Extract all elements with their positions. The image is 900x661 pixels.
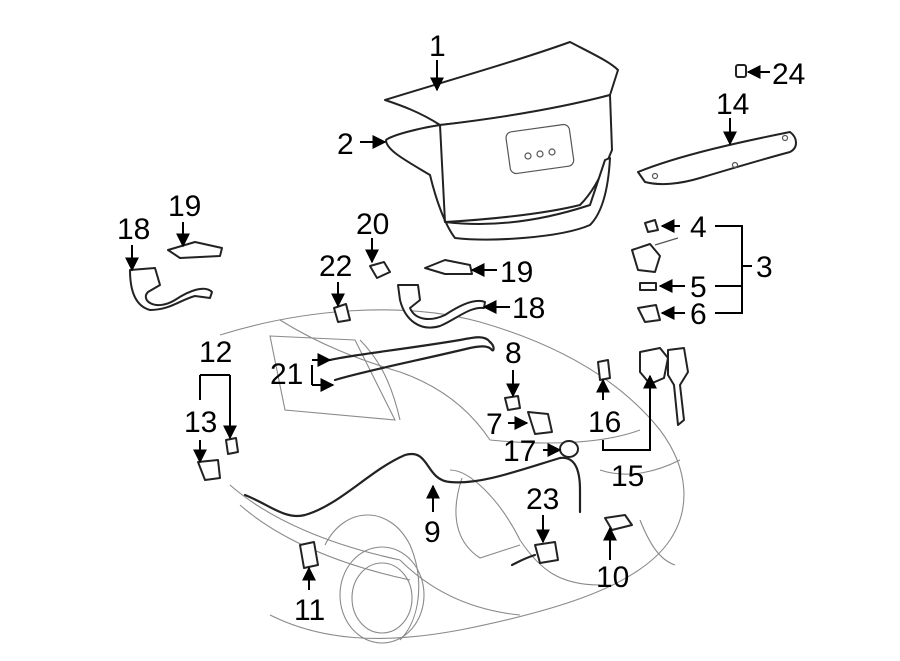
lock-body-part-3 (631, 243, 661, 273)
opener-cable (510, 553, 537, 567)
callout-9: 9 (424, 516, 441, 549)
callout-1: 1 (429, 30, 446, 63)
trunk-lid-part-1 (384, 41, 619, 241)
lock-piece-part-4 (644, 219, 659, 233)
hinge-left-part-18 (129, 267, 213, 311)
rear-spoiler-part-14 (637, 131, 797, 186)
hinge-bracket-left-part-19 (167, 241, 223, 259)
bumper-part-20 (369, 261, 391, 279)
opener-part-23 (534, 541, 559, 564)
callout-23: 23 (526, 483, 559, 516)
lock-cylinder-part-15 (639, 347, 689, 426)
latch-clip-part-12 (225, 437, 239, 455)
striker-part-7 (527, 411, 553, 435)
callout-17: 17 (503, 435, 536, 468)
bracket-part-11 (299, 541, 319, 569)
callout-labels: 1 2 3 4 5 6 7 8 9 10 11 12 13 14 15 16 1… (117, 30, 805, 627)
clip-part-16 (597, 359, 611, 381)
callout-8: 8 (505, 337, 522, 370)
callout-13: 13 (184, 406, 217, 439)
latch-part-13 (197, 459, 221, 481)
lock-piece-part-6 (637, 304, 661, 323)
callout-19-right: 19 (500, 256, 533, 289)
callout-2: 2 (337, 128, 354, 161)
clip-part-24 (735, 64, 747, 78)
callout-14: 14 (716, 88, 749, 121)
release-cable-part-9 (243, 452, 582, 518)
callout-22: 22 (319, 250, 352, 283)
lock-rod (654, 237, 679, 246)
leader-lines (125, 60, 770, 590)
callout-18-left: 18 (117, 213, 150, 246)
callout-15: 15 (611, 460, 644, 493)
callout-21: 21 (270, 358, 303, 391)
callout-19-left: 19 (168, 190, 201, 223)
callout-20: 20 (356, 208, 389, 241)
callout-3: 3 (756, 251, 773, 284)
callout-24: 24 (772, 58, 805, 91)
callout-16: 16 (588, 406, 621, 439)
stop-part-22 (333, 303, 351, 323)
bolt-part-8 (504, 395, 521, 411)
callout-18-right: 18 (512, 292, 545, 325)
callout-11: 11 (294, 594, 325, 627)
hinge-bracket-right-part-19 (424, 259, 473, 275)
callout-7: 7 (486, 408, 503, 441)
callout-10: 10 (596, 561, 629, 594)
switch-part-10 (604, 514, 633, 531)
torsion-bar-part-21 (328, 336, 495, 382)
rear-wheel (324, 514, 425, 644)
callout-4: 4 (690, 211, 707, 244)
callout-12: 12 (199, 336, 232, 369)
callout-5: 5 (690, 271, 707, 304)
grommet-part-17 (559, 440, 579, 458)
callout-6: 6 (690, 298, 707, 331)
hinge-right-part-18 (397, 284, 486, 329)
spring-part-5 (639, 282, 657, 291)
